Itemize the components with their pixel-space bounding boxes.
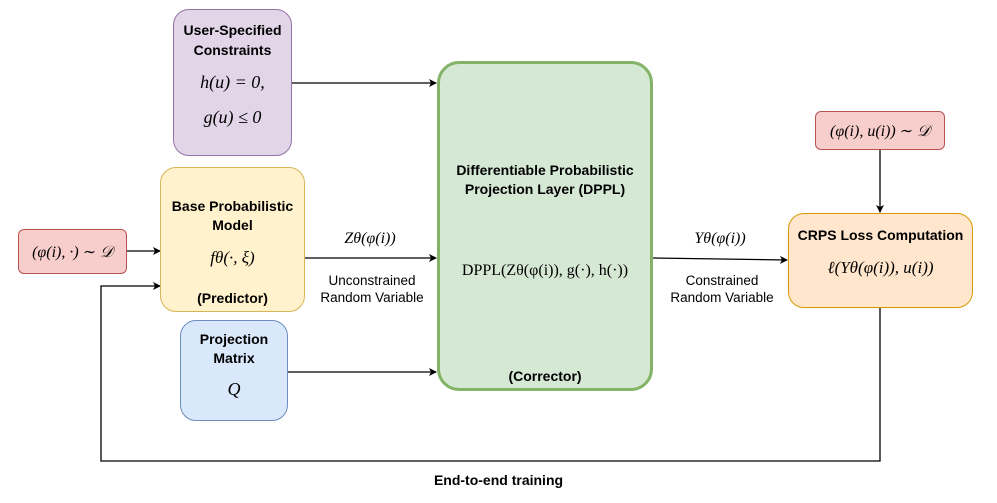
edge-y-label-2: Random Variable — [670, 290, 774, 305]
input-data-formula: (φ(i), ·) ∼ 𝒟 — [32, 244, 113, 261]
projection-matrix-box: Projection Matrix Q — [180, 320, 288, 421]
edge-z-label-2: Random Variable — [320, 290, 424, 305]
base-model-title-2: Model — [212, 217, 253, 233]
edge-y-formula: Yθ(φ(i)) — [694, 230, 746, 247]
crps-loss-title: CRPS Loss Computation — [797, 227, 964, 243]
arrow-dppl-to-crps — [652, 255, 788, 264]
dppl-title-1: Differentiable Probabilistic — [456, 162, 634, 178]
base-model-title-1: Base Probabilistic — [171, 198, 294, 214]
target-data-box: (φ(i), u(i)) ∼ 𝒟 — [815, 111, 945, 150]
projection-matrix-title-2: Matrix — [213, 350, 255, 366]
constraints-inequality: g(u) ≤ 0 — [203, 107, 262, 127]
edge-z-label-1: Unconstrained — [328, 273, 416, 288]
constraints-title-2: Constraints — [193, 42, 272, 58]
projection-matrix-symbol: Q — [227, 379, 241, 399]
input-data-box: (φ(i), ·) ∼ 𝒟 — [18, 229, 127, 274]
constraints-box: User-Specified Constraints h(u) = 0, g(u… — [173, 9, 292, 156]
target-data-formula: (φ(i), u(i)) ∼ 𝒟 — [830, 123, 930, 140]
dppl-title-2: Projection Layer (DPPL) — [464, 181, 626, 197]
dppl-formula: DPPL(Zθ(φ(i)), g(·), h(·)) — [461, 262, 629, 279]
base-model-role: (Predictor) — [197, 290, 268, 306]
base-model-box: Base Probabilistic Model fθ(·, ξ) (Predi… — [160, 167, 305, 312]
end-to-end-training-label: End-to-end training — [433, 472, 564, 488]
base-model-formula: fθ(·, ξ) — [210, 248, 255, 267]
edge-z-formula: Zθ(φ(i)) — [344, 230, 396, 247]
projection-matrix-title-1: Projection — [199, 331, 269, 347]
dppl-box: Differentiable Probabilistic Projection … — [437, 61, 653, 391]
constraints-equality: h(u) = 0, — [200, 72, 265, 92]
arrow-feedback-loop — [100, 282, 881, 462]
crps-loss-box: CRPS Loss Computation ℓ(Yθ(φ(i)), u(i)) — [788, 213, 973, 308]
edge-y-label-1: Constrained — [685, 273, 759, 288]
crps-loss-formula: ℓ(Yθ(φ(i)), u(i)) — [827, 258, 934, 277]
constraints-title-1: User-Specified — [183, 22, 282, 38]
dppl-role: (Corrector) — [508, 368, 582, 384]
